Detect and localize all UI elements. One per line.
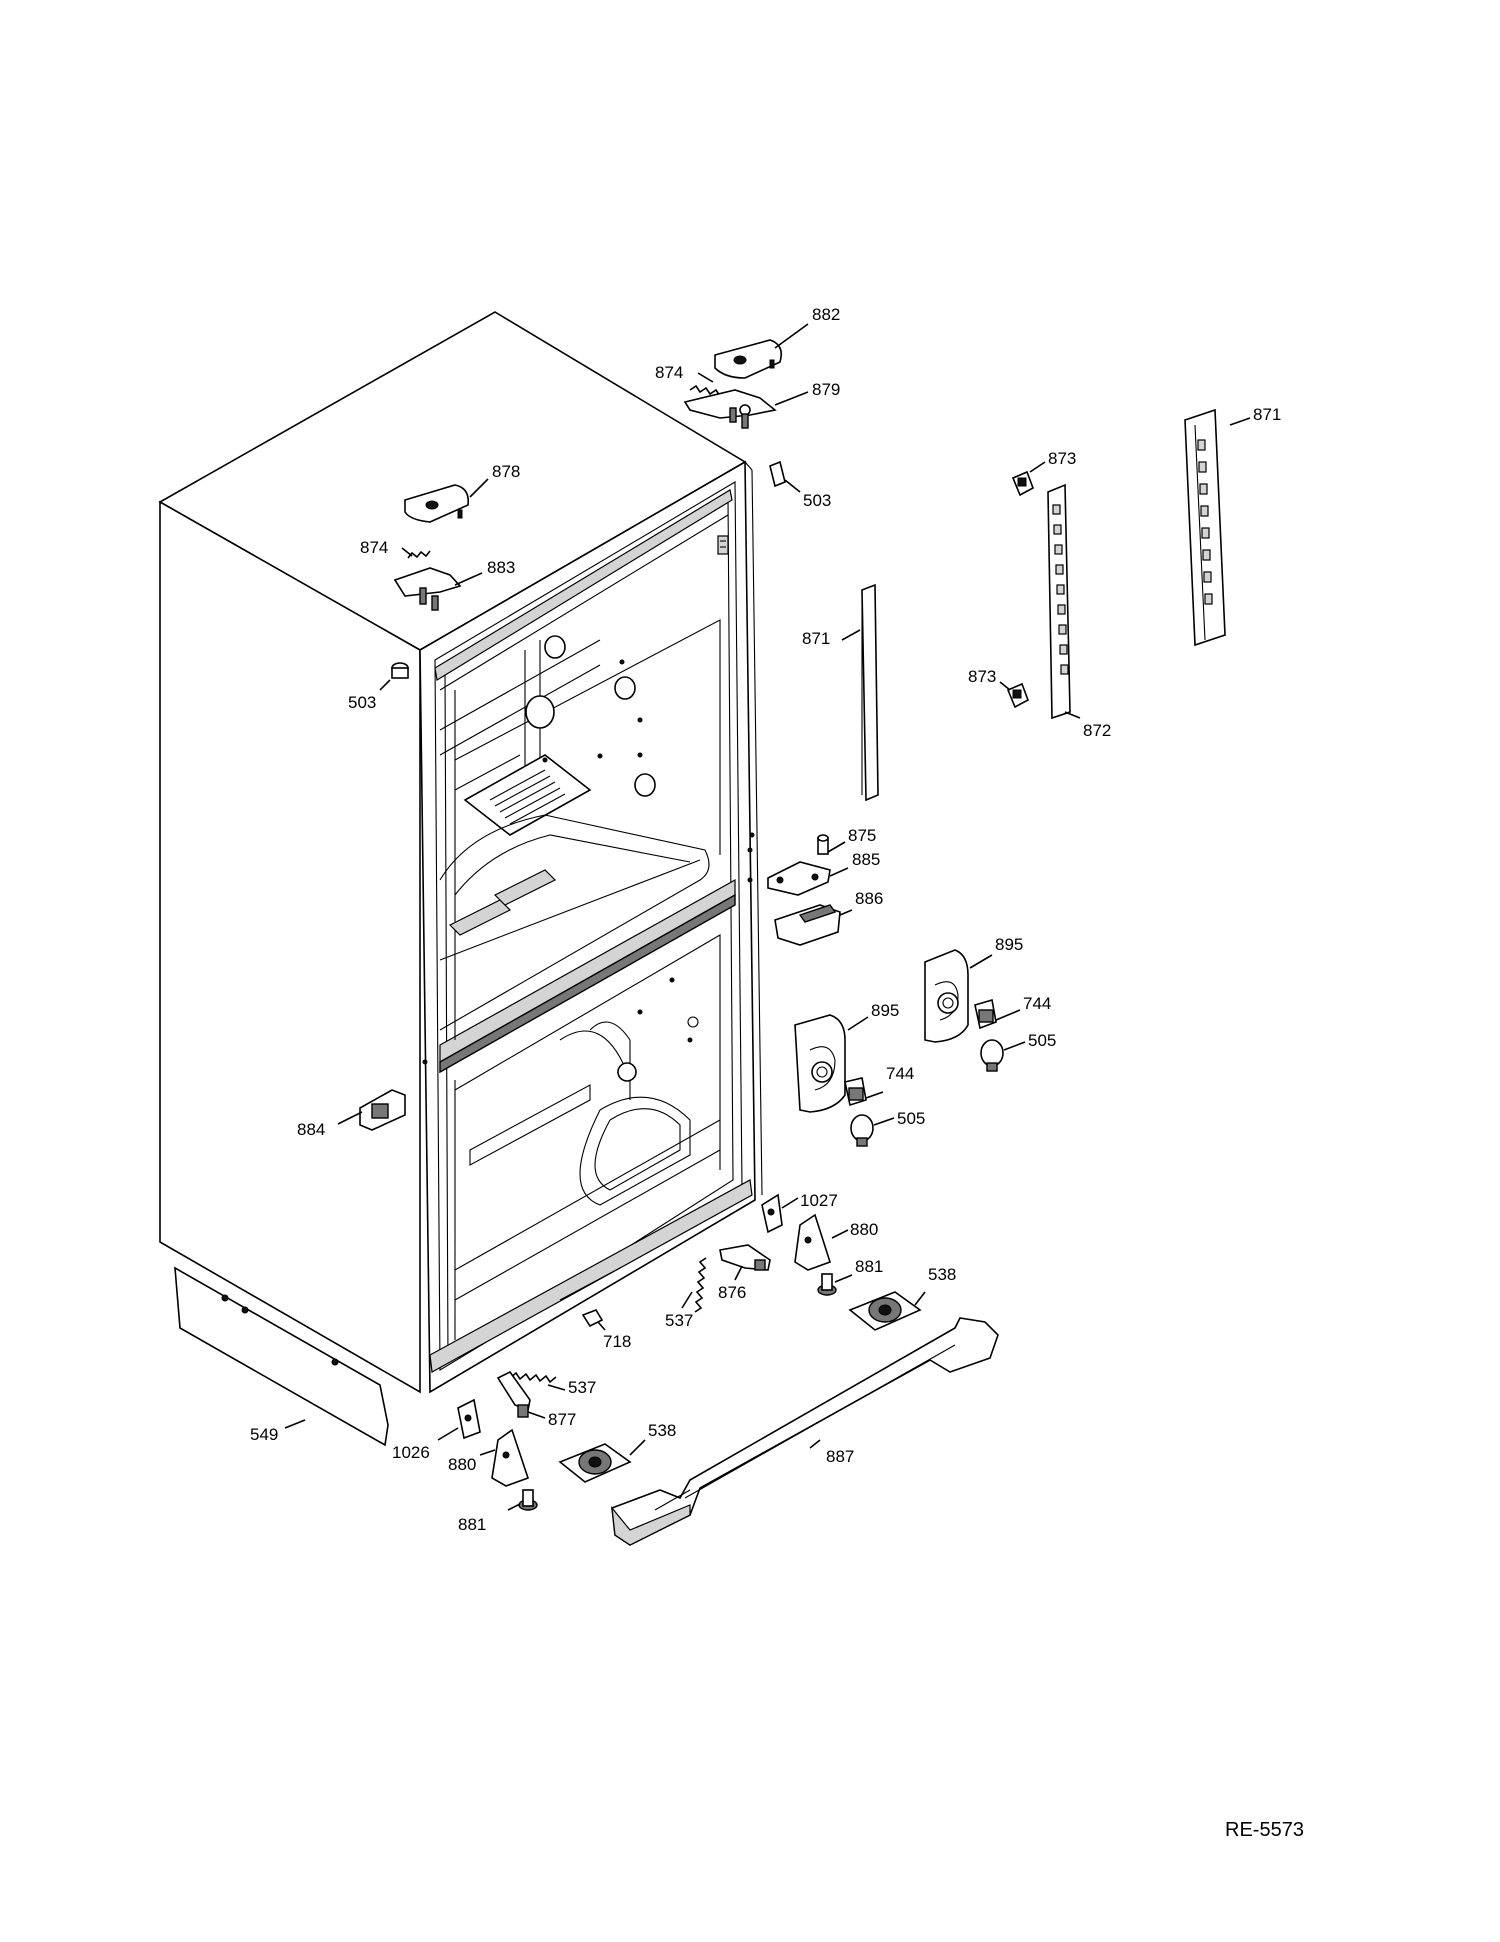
roller-assembly-538-left	[558, 1443, 632, 1483]
callout-875: 875	[848, 826, 876, 845]
callout-744-right: 744	[1023, 994, 1051, 1013]
cover-895-left	[794, 1014, 846, 1113]
callout-883: 883	[487, 558, 515, 577]
callout-882: 882	[812, 305, 840, 324]
callout-887: 887	[826, 1447, 854, 1466]
callout-538-right: 538	[928, 1265, 956, 1284]
callout-885: 885	[852, 850, 880, 869]
callout-876: 876	[718, 1283, 746, 1302]
roller-holder-744-right	[974, 998, 997, 1030]
bracket-886	[774, 904, 841, 946]
callout-1027: 1027	[800, 1191, 838, 1210]
clip-718	[581, 1309, 604, 1328]
hinge-pin-503-right	[769, 460, 786, 488]
roller-assembly-538-right	[848, 1291, 922, 1331]
spring-874-left	[407, 550, 431, 559]
hinge-883	[393, 567, 462, 611]
callout-874-left: 874	[360, 538, 388, 557]
hinge-cover-878	[404, 484, 470, 523]
callout-880-left: 880	[448, 1455, 476, 1474]
spring-537-left	[509, 1371, 557, 1384]
callout-878: 878	[492, 462, 520, 481]
callout-744-left: 744	[886, 1064, 914, 1083]
rail-872	[1047, 483, 1071, 720]
callout-880-right: 880	[850, 1220, 878, 1239]
leveling-leg-881-right	[817, 1273, 837, 1296]
callout-537-right: 537	[665, 1311, 693, 1330]
callout-881-left: 881	[458, 1515, 486, 1534]
spring-537-right	[694, 1257, 707, 1313]
clip-873-top	[1011, 470, 1034, 497]
bracket-880-right	[794, 1213, 831, 1271]
arm-876	[719, 1244, 771, 1271]
callout-895-right: 895	[995, 935, 1023, 954]
callout-537-left: 537	[568, 1378, 596, 1397]
cover-895-right	[924, 949, 969, 1043]
bracket-884	[359, 1089, 406, 1131]
bracket-880-left	[491, 1428, 530, 1487]
callout-538-left: 538	[648, 1421, 676, 1440]
callout-503-left: 503	[348, 693, 376, 712]
reference-code: RE-5573	[1225, 1819, 1304, 1841]
callout-873-top: 873	[1048, 449, 1076, 468]
callout-873-bottom: 873	[968, 667, 996, 686]
callout-718: 718	[603, 1332, 631, 1351]
plate-1026	[457, 1398, 481, 1440]
rail-871-right	[1184, 408, 1226, 647]
roller-505-left	[850, 1114, 874, 1147]
pin-875	[817, 834, 829, 855]
callout-labels: 882 874 879 878 503 874 883 503 871 871 …	[250, 305, 1281, 1534]
leader-lines	[284, 323, 1251, 1511]
roller-holder-744-left	[844, 1077, 867, 1107]
callout-874-top: 874	[655, 363, 683, 382]
callout-1026: 1026	[392, 1443, 430, 1462]
callout-872: 872	[1083, 721, 1111, 740]
hinge-cover-882	[714, 339, 783, 379]
hinge-pin-503-left	[391, 662, 409, 679]
kickplate-549	[174, 1266, 389, 1447]
callout-895-left: 895	[871, 1001, 899, 1020]
callout-871-middle: 871	[802, 629, 830, 648]
callout-505-left: 505	[897, 1109, 925, 1128]
plate-1027	[761, 1193, 783, 1234]
callout-884: 884	[297, 1120, 325, 1139]
roller-505-right	[980, 1039, 1004, 1072]
bracket-885	[767, 861, 831, 896]
callout-877: 877	[548, 1410, 576, 1429]
leveling-leg-881-left	[518, 1489, 538, 1511]
callout-503-right: 503	[803, 491, 831, 510]
toe-grille-887	[611, 1317, 999, 1546]
rail-871-middle	[861, 583, 879, 802]
callout-871-right: 871	[1253, 405, 1281, 424]
callout-879: 879	[812, 380, 840, 399]
callout-549: 549	[250, 1425, 278, 1444]
clip-873-bottom	[1006, 682, 1029, 709]
callout-881-right: 881	[855, 1257, 883, 1276]
refrigerator-cabinet	[158, 311, 763, 1394]
callout-505-right: 505	[1028, 1031, 1056, 1050]
hinge-879	[683, 389, 777, 429]
arm-877	[496, 1370, 531, 1418]
callout-886: 886	[855, 889, 883, 908]
